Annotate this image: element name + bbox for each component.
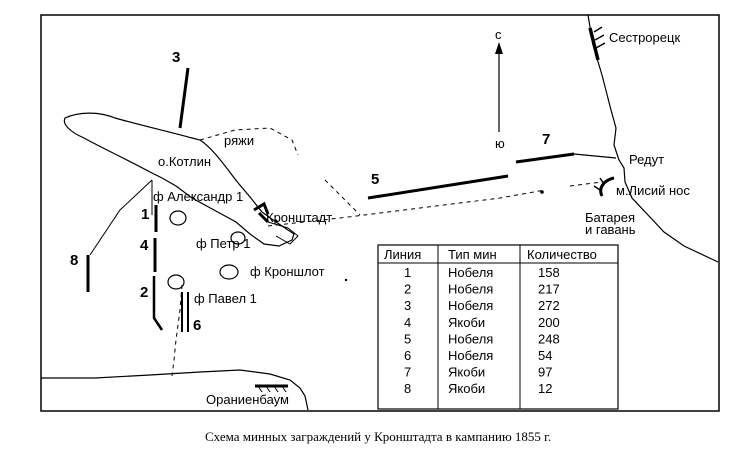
kotlin-island [63, 112, 295, 247]
table-cell: 217 [538, 282, 560, 297]
line-number-4: 4 [140, 237, 149, 254]
table-cell: Нобеля [448, 298, 493, 313]
table-cell: 8 [404, 381, 411, 396]
ne-dashed-line [324, 179, 361, 216]
label-battery: Батарея [585, 210, 635, 225]
table-cell: Нобеля [448, 348, 493, 363]
table-cell: 3 [404, 298, 411, 313]
fort-pavel-symbol [167, 274, 185, 290]
table-cell: 54 [538, 348, 552, 363]
table-header: Линия [384, 247, 421, 262]
table-cell: 158 [538, 265, 560, 280]
minefield-line-6 [181, 292, 189, 332]
table-cell: Якоби [448, 381, 485, 396]
fort-kronshlot-symbol [219, 264, 239, 280]
coastline-north [587, 14, 719, 263]
table-header: Количество [527, 247, 597, 262]
label-fort-alexander: ф Александр 1 [153, 189, 243, 204]
kronshtadt-pier [267, 221, 299, 245]
label-ryazhi: ряжи [224, 133, 254, 148]
table-cell: 200 [538, 315, 560, 330]
label-fort-kronshlot: ф Кроншлот [250, 264, 325, 279]
table-cell: 4 [404, 315, 411, 330]
table-cell: Якоби [448, 365, 485, 380]
label-fort-pavel: ф Павел 1 [194, 291, 257, 306]
sestroretsk-hatching [593, 26, 606, 49]
table-cell: 1 [404, 265, 411, 280]
oranienbaum-hatching [257, 385, 287, 393]
table-cell: 2 [404, 282, 411, 297]
dot-kronshtadt [274, 219, 278, 223]
table-cell: 272 [538, 298, 560, 313]
battery-symbol [599, 176, 615, 197]
table-cell: Нобеля [448, 282, 493, 297]
line-number-3: 3 [172, 49, 180, 66]
label-sestroretsk: Сестрорецк [609, 30, 680, 45]
line-number-8: 8 [70, 252, 78, 269]
fairway-buoy [540, 190, 544, 194]
lisiy-dashed-line [569, 181, 603, 187]
label-kronshtadt: Кронштадт [266, 210, 332, 225]
line-number-5: 5 [371, 171, 379, 188]
minefield-line-5 [367, 174, 509, 200]
minefield-line-2 [152, 276, 164, 331]
table-cell: 6 [404, 348, 411, 363]
table-cell: 97 [538, 365, 552, 380]
table-cell: 248 [538, 331, 560, 346]
map-caption: Схема минных заграждений у Кронштадта в … [205, 429, 551, 444]
line-8-link [89, 179, 153, 256]
label-south: ю [495, 136, 505, 151]
line-number-7: 7 [542, 131, 550, 148]
table-cell: 7 [404, 365, 411, 380]
kronshtadt-harbour-symbol [253, 201, 270, 224]
fort-alexander-symbol [169, 210, 187, 226]
table-cell: 12 [538, 381, 552, 396]
dot-kronshlot [344, 278, 348, 282]
label-kotlin: о.Котлин [158, 154, 211, 169]
fairway-dashed-line [267, 189, 546, 227]
label-lisiy-nos: м.Лисий нос [616, 183, 690, 198]
label-oranienbaum: Ораниенбаум [206, 392, 289, 407]
label-harbor: и гавань [585, 222, 636, 237]
label-north: с [495, 27, 502, 42]
line-number-2: 2 [140, 284, 148, 301]
fort-petr-symbol [230, 231, 246, 245]
map-frame [40, 14, 720, 412]
line-number-6: 6 [193, 317, 201, 334]
table-cell: Нобеля [448, 331, 493, 346]
label-fort-petr: ф Петр 1 [196, 236, 250, 251]
north-arrow-head [495, 42, 503, 54]
line-number-1: 1 [141, 206, 149, 223]
sestroretsk-symbol [588, 27, 600, 61]
table-header: Тип мин [448, 247, 497, 262]
minefield-line-3 [178, 67, 190, 129]
coastline-south [41, 369, 309, 411]
minefield-line-7-ext [573, 153, 617, 159]
battery-ticks [593, 177, 605, 191]
table-cell: Якоби [448, 315, 485, 330]
table-cell: 5 [404, 331, 411, 346]
label-redut: Редут [629, 152, 664, 167]
minefield-line-7 [515, 152, 575, 164]
ryazhi-dashed-line [199, 127, 299, 156]
table-cell: Нобеля [448, 265, 493, 280]
south-dashed-line [171, 284, 183, 377]
